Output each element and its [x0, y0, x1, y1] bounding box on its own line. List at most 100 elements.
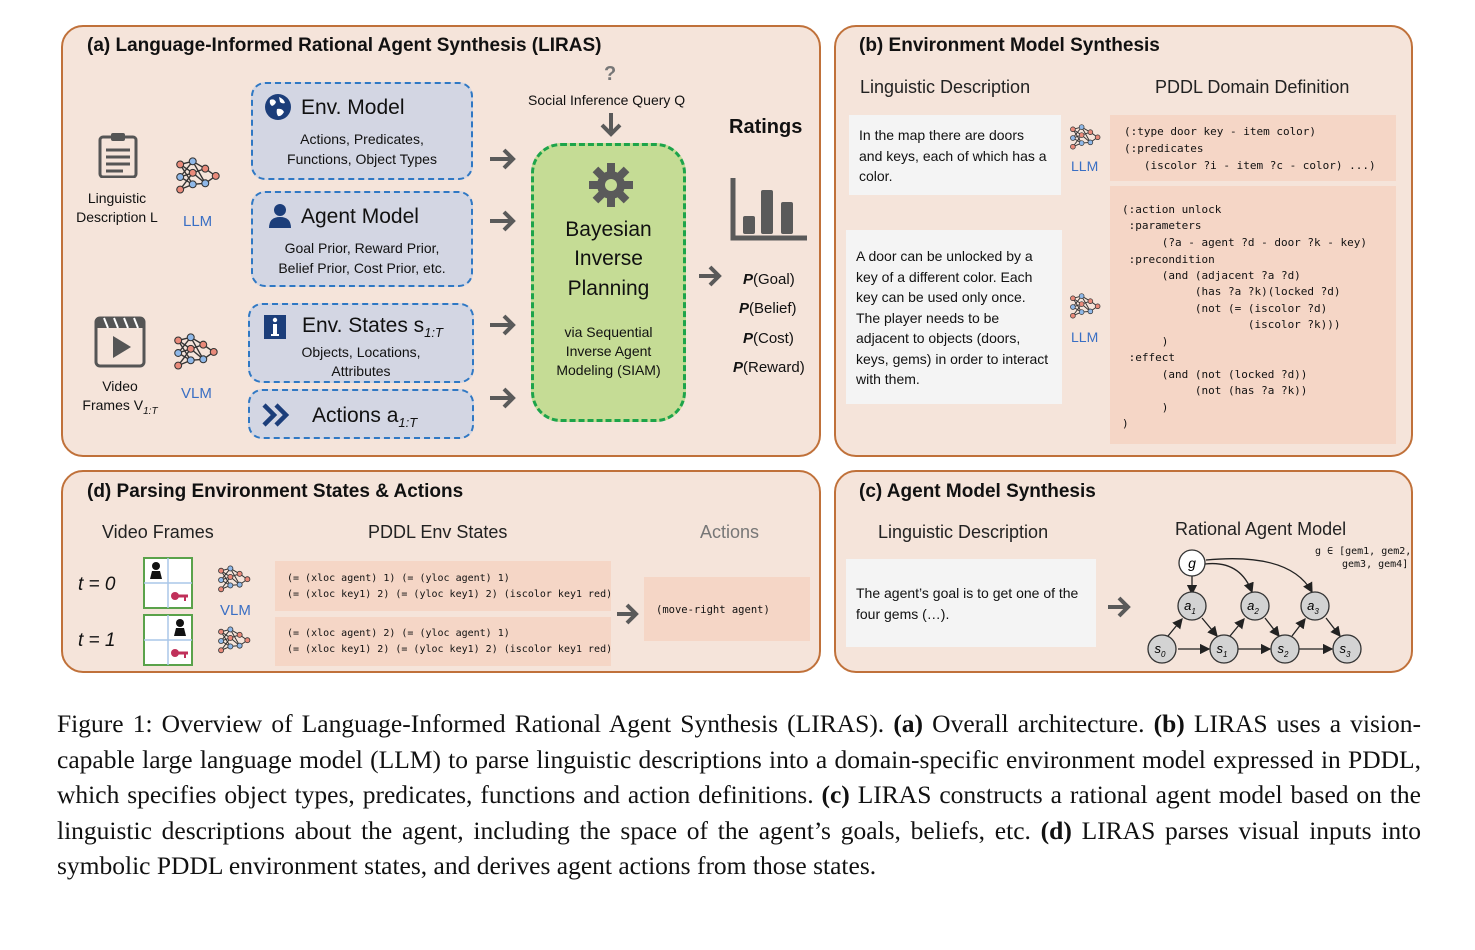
arrow-to-agent-model — [1108, 596, 1131, 618]
person-icon — [269, 204, 291, 228]
bar-chart-icon — [730, 178, 807, 241]
video-frame-t0 — [143, 557, 193, 609]
svg-text:s1: s1 — [1217, 641, 1228, 659]
vlm-label: VLM — [181, 385, 212, 402]
env-description-2: A door can be unlocked by a key of a dif… — [846, 230, 1062, 404]
arrow-to-action — [617, 603, 639, 625]
video-frames-icon — [94, 316, 146, 368]
video-frame-t1 — [143, 614, 193, 666]
vlm-network-icon-d1 — [218, 565, 251, 593]
llm-label: LLM — [183, 213, 213, 230]
rating-belief: P(Belief) — [739, 300, 797, 317]
svg-text:s2: s2 — [1278, 641, 1290, 659]
linguistic-description-label-2: Description L — [76, 209, 158, 225]
llm-label-b2: LLM — [1071, 329, 1099, 345]
panel-d-col3: Actions — [700, 522, 760, 542]
vlm-network-icon — [174, 333, 218, 370]
linguistic-description-label: Linguistic — [87, 190, 147, 206]
actions-title: Actions a1:T — [312, 404, 418, 431]
code-line: (iscolor ?i - item ?c - color) ...) — [1124, 159, 1376, 172]
node-g: g — [1178, 549, 1206, 577]
clipboard-icon — [98, 133, 138, 178]
env-model-line1: Actions, Predicates, — [300, 131, 424, 147]
bip-line2: Inverse — [574, 247, 643, 270]
code-line: (= (xloc key1) 2) (= (yloc key1) 2) (isc… — [287, 644, 613, 655]
svg-text:a2: a2 — [1247, 598, 1259, 616]
goal-set-line2: gem3, gem4] — [1342, 559, 1409, 570]
bip-line1: Bayesian — [565, 218, 652, 241]
code-line: (?a - agent ?d - door ?k - key) — [1122, 236, 1368, 249]
svg-text:s3: s3 — [1340, 641, 1352, 659]
llm-network-icon — [176, 157, 220, 194]
code-line: :precondition — [1122, 253, 1215, 266]
bip-via2: Inverse Agent — [565, 343, 652, 359]
node-a2: a2 — [1240, 591, 1270, 621]
time-label-0: t = 0 — [78, 574, 116, 595]
code-line: (:action unlock — [1122, 203, 1222, 216]
time-label-1: t = 1 — [78, 630, 116, 651]
agent-description: The agent’s goal is to get one of the fo… — [846, 559, 1096, 647]
panel-d-col1: Video Frames — [102, 522, 214, 542]
env-states-box: Env. States s1:T Objects, Locations, Att… — [248, 303, 474, 383]
pddl-code-types: (:type door key - item color) (:predicat… — [1110, 115, 1396, 181]
agent-figure-icon — [150, 562, 162, 579]
node-s0: s0 — [1147, 634, 1177, 664]
agent-model-line1: Goal Prior, Reward Prior, — [284, 240, 440, 256]
panel-b-col1: Linguistic Description — [860, 77, 1031, 97]
panel-c-title: (c) Agent Model Synthesis — [859, 481, 1096, 502]
env-model-box: Env. Model Actions, Predicates, Function… — [251, 82, 473, 180]
panel-c-col2: Rational Agent Model — [1175, 519, 1347, 539]
arrow-to-ratings — [699, 265, 722, 287]
video-frames-label-2: Frames V1:T — [82, 397, 158, 417]
code-line: (iscolor ?k))) — [1122, 318, 1341, 331]
panel-a-title: (a) Language-Informed Rational Agent Syn… — [87, 35, 602, 56]
panel-d-title: (d) Parsing Environment States & Actions — [87, 481, 464, 502]
rating-goal: P(Goal) — [743, 271, 795, 288]
code-line: (:type door key - item color) — [1124, 125, 1317, 138]
llm-label-b1: LLM — [1071, 158, 1099, 174]
code-line: (move-right agent) — [656, 604, 770, 616]
code-line: (= (xloc agent) 1) (= (yloc agent) 1) — [287, 573, 510, 584]
code-line: (= (xloc key1) 2) (= (yloc key1) 2) (isc… — [287, 589, 613, 600]
node-s3: s3 — [1332, 634, 1362, 664]
llm-network-icon-b2 — [1070, 293, 1101, 319]
goal-set-line1: g ∈ [gem1, gem2, — [1315, 546, 1412, 557]
actions-box: Actions a1:T — [248, 389, 474, 439]
code-line: ) — [1122, 401, 1169, 414]
arrows-to-bip — [490, 148, 516, 409]
env-states-line2: Attributes — [331, 363, 391, 379]
svg-text:s0: s0 — [1155, 641, 1167, 659]
panel-c-col1: Linguistic Description — [878, 522, 1049, 542]
agent-model-line2: Belief Prior, Cost Prior, etc. — [278, 260, 446, 276]
rating-cost: P(Cost) — [743, 330, 794, 347]
bayesian-inverse-planning-box: Bayesian Inverse Planning via Sequential… — [531, 143, 686, 422]
red-key-icon — [171, 592, 188, 601]
bip-line3: Planning — [567, 277, 650, 300]
code-line: (and (not (locked ?d)) — [1122, 368, 1308, 381]
env-model-title: Env. Model — [301, 96, 405, 119]
code-line: (:predicates — [1124, 142, 1204, 155]
agent-model-title: Agent Model — [301, 205, 419, 228]
panel-b-col2: PDDL Domain Definition — [1155, 77, 1350, 97]
info-icon — [264, 315, 286, 339]
double-chevron-icon — [262, 403, 290, 427]
node-a3: a3 — [1300, 591, 1330, 621]
ratings-title: Ratings — [729, 116, 803, 138]
code-line: :parameters — [1122, 219, 1202, 232]
svg-text:a1: a1 — [1184, 598, 1196, 616]
node-s1: s1 — [1209, 634, 1239, 664]
code-line: ) — [1122, 417, 1129, 430]
env-states-line1: Objects, Locations, — [301, 344, 421, 360]
panel-b-title: (b) Environment Model Synthesis — [859, 35, 1160, 56]
bip-via3: Modeling (SIAM) — [556, 362, 661, 378]
query-label: Social Inference Query Q — [528, 92, 686, 108]
agent-figure-icon — [174, 619, 186, 636]
code-line: ) — [1122, 335, 1169, 348]
query-arrow — [600, 113, 622, 137]
globe-icon — [265, 94, 291, 120]
pddl-code-action: (:action unlock :parameters (?a - agent … — [1110, 186, 1396, 444]
agent-model-box: Agent Model Goal Prior, Reward Prior, Be… — [251, 191, 473, 287]
code-line: (and (adjacent ?a ?d) — [1122, 269, 1301, 282]
code-line: :effect — [1122, 351, 1175, 364]
llm-network-icon-b1 — [1070, 124, 1101, 150]
